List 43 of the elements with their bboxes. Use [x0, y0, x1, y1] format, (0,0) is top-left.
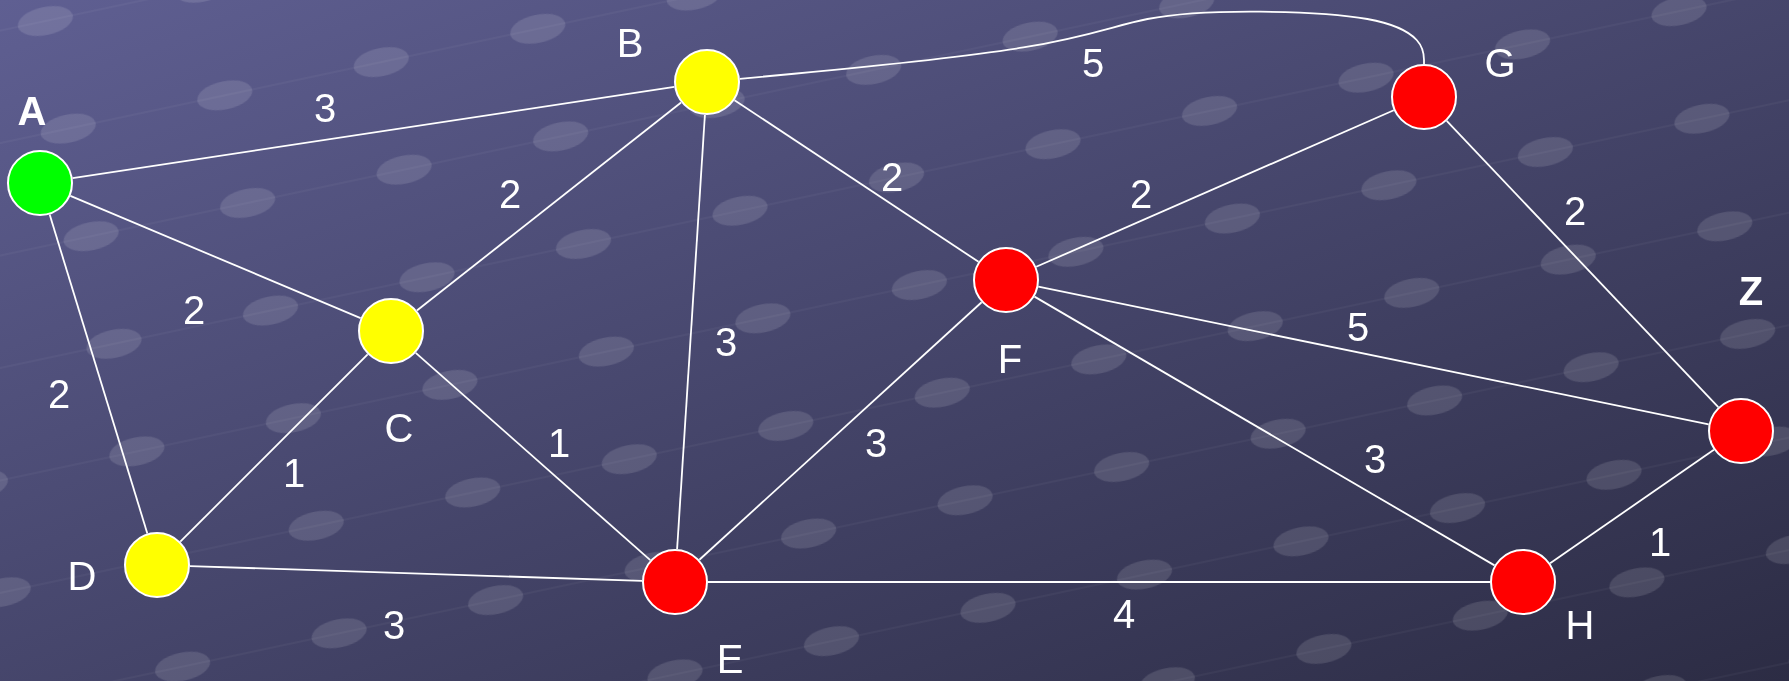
node-label: F	[997, 339, 1023, 379]
node-label: H	[1565, 605, 1595, 645]
edge-label: 4	[1112, 594, 1136, 634]
edge-label: 2	[182, 290, 206, 330]
node-label: B	[616, 23, 644, 63]
connector-line	[1445, 120, 1720, 408]
connector-line	[1033, 295, 1496, 567]
edge-label: 3	[714, 322, 738, 362]
connector-line	[738, 10, 1425, 80]
edge-label: 2	[498, 174, 522, 214]
connector-line	[179, 353, 369, 543]
edge-label: 3	[1363, 439, 1387, 479]
connector-line	[48, 213, 149, 535]
connector-line	[416, 101, 682, 312]
edge-label: 2	[47, 374, 71, 414]
edge-label: 5	[1346, 307, 1370, 347]
connector-line	[707, 581, 1491, 583]
node-label: D	[67, 556, 97, 596]
edge-label: 2	[880, 157, 904, 197]
connector-line	[1037, 285, 1710, 426]
connector-line	[189, 565, 643, 582]
edge-label: 1	[547, 423, 571, 463]
connector-line	[733, 99, 980, 263]
edge-label: 5	[1081, 43, 1105, 83]
edge-label: 2	[1563, 191, 1587, 231]
node-label: A	[17, 91, 47, 131]
node-label: E	[716, 639, 744, 679]
edge-label: 2	[1129, 174, 1153, 214]
node-label: G	[1484, 43, 1516, 83]
connector-line	[1549, 448, 1715, 565]
node-label: Z	[1738, 271, 1764, 311]
edge-label: 3	[313, 88, 337, 128]
node-label: C	[384, 408, 414, 448]
edge-label: 3	[382, 605, 406, 645]
connector-line	[698, 301, 983, 561]
edge-label: 1	[1648, 522, 1672, 562]
connector-line	[1035, 109, 1395, 268]
edge-label: 3	[864, 423, 888, 463]
connector-line	[69, 194, 362, 320]
connector-line	[414, 351, 652, 562]
connector-line	[676, 114, 706, 550]
edge-label: 1	[282, 453, 306, 493]
connector-line	[71, 86, 676, 179]
